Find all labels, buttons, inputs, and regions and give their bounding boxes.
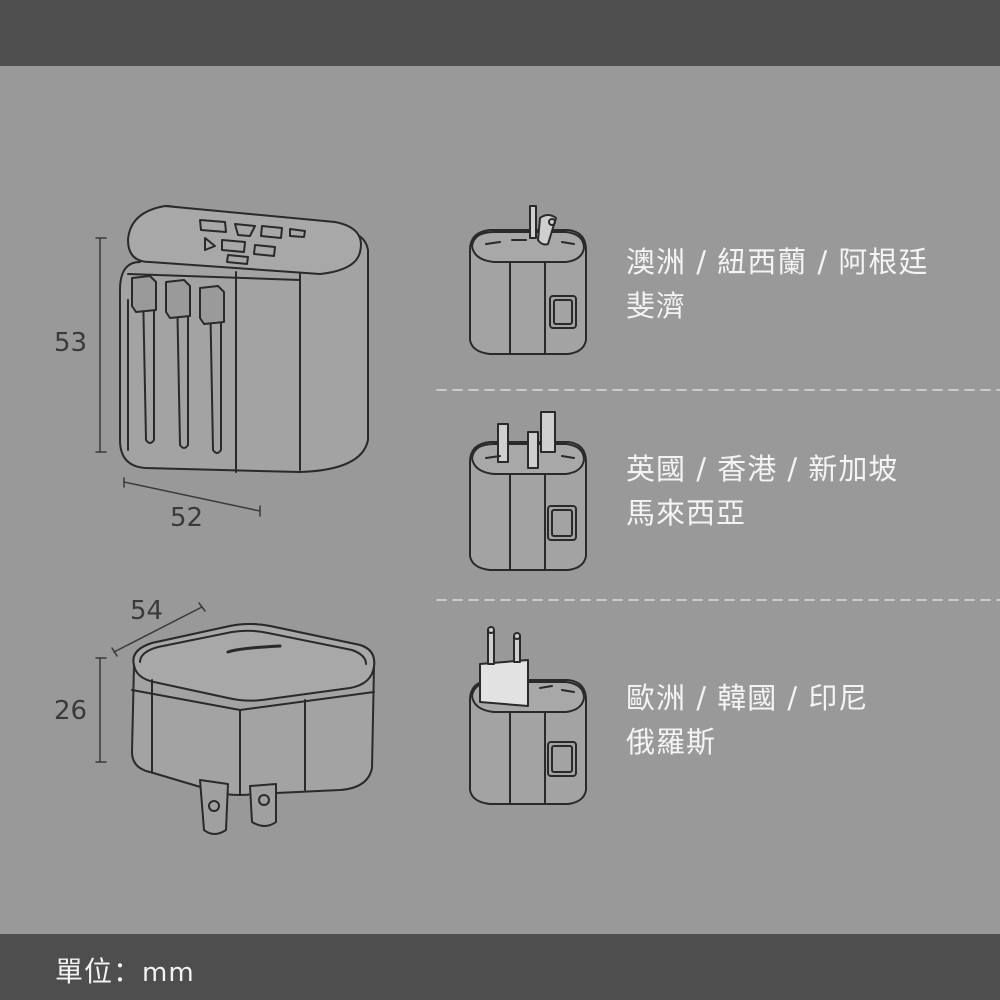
adapter-base-illustration [131, 623, 376, 835]
dimension-label-base-depth: 54 [130, 596, 164, 626]
unit-caption: 單位：mm [55, 950, 195, 990]
region-label-eu: 歐洲 / 韓國 / 印尼 俄羅斯 [626, 676, 868, 764]
dimension-depth-base [111, 602, 206, 657]
region-uk-line2: 馬來西亞 [626, 496, 747, 530]
region-uk-line1: 英國 / 香港 / 新加坡 [626, 452, 899, 486]
dimension-height-base [95, 657, 107, 763]
region-eu-line2: 俄羅斯 [626, 725, 717, 759]
region-label-au: 澳洲 / 紐西蘭 / 阿根廷 斐濟 [626, 240, 928, 328]
unit-label: 單位： [55, 955, 143, 988]
region-eu-line1: 歐洲 / 韓國 / 印尼 [626, 681, 869, 715]
region-au-line1: 澳洲 / 紐西蘭 / 阿根廷 [626, 245, 929, 279]
dimension-width-main [123, 477, 261, 517]
dimension-label-main-width: 52 [170, 503, 204, 533]
adapter-main-illustration [119, 205, 369, 473]
adapter-eu-illustration [469, 626, 587, 805]
dimension-label-main-height: 53 [54, 328, 88, 358]
region-au-line2: 斐濟 [626, 289, 687, 323]
dimension-label-base-height: 26 [54, 696, 88, 726]
region-label-uk: 英國 / 香港 / 新加坡 馬來西亞 [626, 447, 898, 535]
adapter-au-illustration [469, 205, 587, 355]
dimension-height-main [95, 237, 107, 453]
adapter-uk-illustration [469, 411, 587, 571]
top-bar [0, 0, 1000, 66]
unit-value: mm [142, 958, 195, 988]
bottom-bar [0, 934, 1000, 1000]
